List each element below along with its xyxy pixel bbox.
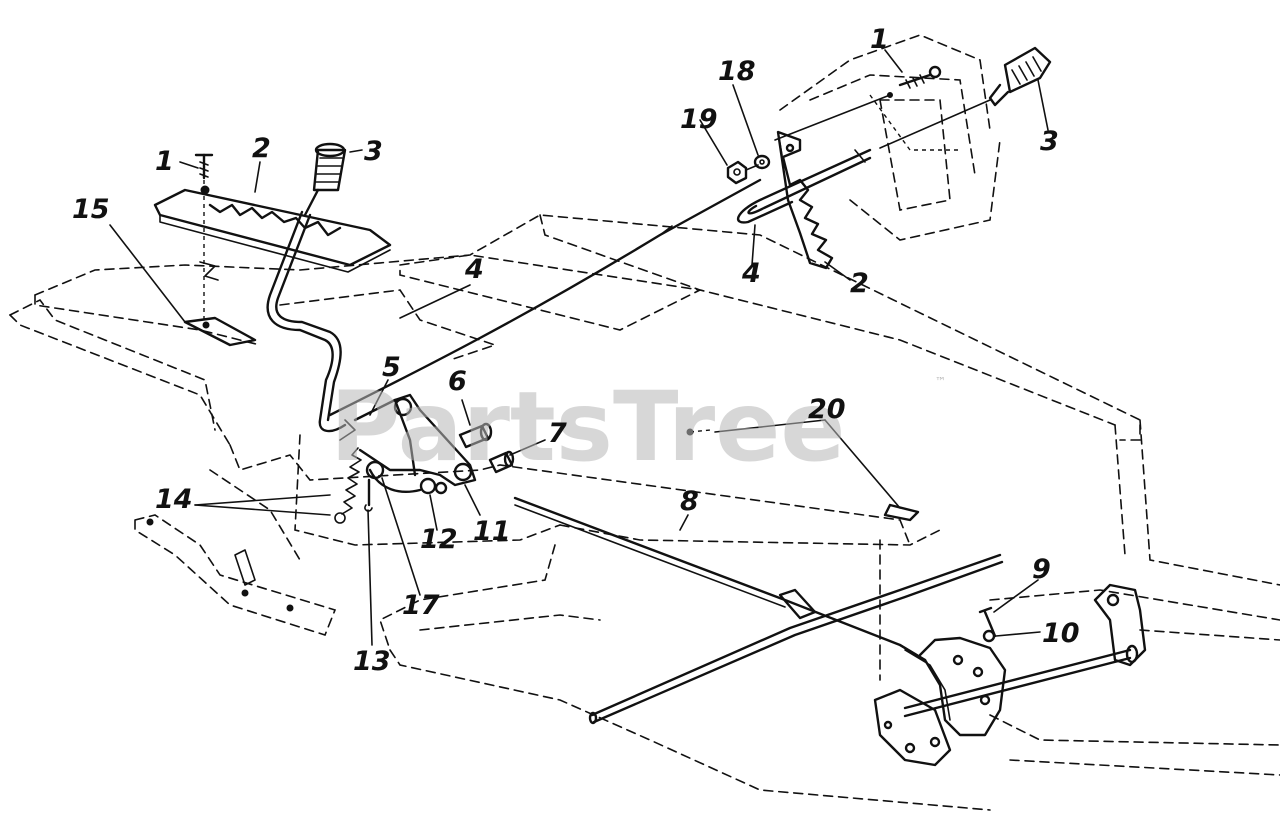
pivot-assembly <box>339 393 477 495</box>
callout-20: 20 <box>808 394 846 425</box>
right-shift-lever <box>736 148 872 224</box>
left-screw <box>194 153 214 320</box>
nut-and-washer <box>726 154 771 185</box>
callout-3-left: 3 <box>364 136 383 167</box>
callout-1-left: 1 <box>155 146 174 177</box>
shoulder-bolts <box>458 422 515 474</box>
callout-6: 6 <box>448 366 467 397</box>
lever-bracket <box>183 261 257 347</box>
shift-rod <box>513 496 1004 725</box>
watermark: PartsTree <box>330 371 845 483</box>
callout-17: 17 <box>402 590 440 621</box>
callout-4-left: 4 <box>464 254 484 285</box>
watermark-trademark: ™ <box>935 375 946 388</box>
right-screw <box>774 65 942 141</box>
callout-3-right: 3 <box>1040 126 1059 157</box>
left-shift-plate <box>153 185 392 273</box>
callout-11: 11 <box>473 516 511 547</box>
callout-4-right: 4 <box>741 258 761 289</box>
callout-labels: 1 2 3 4 15 5 6 7 20 14 12 11 17 13 8 9 1… <box>72 24 1080 677</box>
cotter-pin <box>364 478 373 512</box>
chassis-outline <box>9 34 1280 811</box>
bolt-and-washer <box>978 606 997 643</box>
callout-5: 5 <box>382 352 401 383</box>
callout-13: 13 <box>353 646 391 677</box>
callout-9: 9 <box>1032 554 1051 585</box>
left-shift-knob <box>303 142 347 217</box>
tension-spring <box>334 447 362 524</box>
callout-18: 18 <box>718 56 756 87</box>
right-shift-knob <box>879 46 1052 149</box>
leader-lines <box>109 49 1049 646</box>
callout-10: 10 <box>1042 618 1080 649</box>
right-shift-plate <box>776 130 834 270</box>
callout-2-right: 2 <box>850 268 869 299</box>
lower-left-bracket <box>134 514 337 636</box>
quadrant-plate <box>873 636 1007 767</box>
callout-14: 14 <box>155 484 193 515</box>
left-shift-lever <box>266 210 347 433</box>
callout-7: 7 <box>548 418 567 449</box>
callout-12: 12 <box>420 524 458 555</box>
control-cable <box>328 178 762 417</box>
stud <box>686 428 920 522</box>
callout-8: 8 <box>680 486 699 517</box>
callout-15: 15 <box>72 194 110 225</box>
callout-19: 19 <box>680 104 718 135</box>
callout-1-right: 1 <box>870 24 889 55</box>
callout-2-left: 2 <box>252 133 271 164</box>
